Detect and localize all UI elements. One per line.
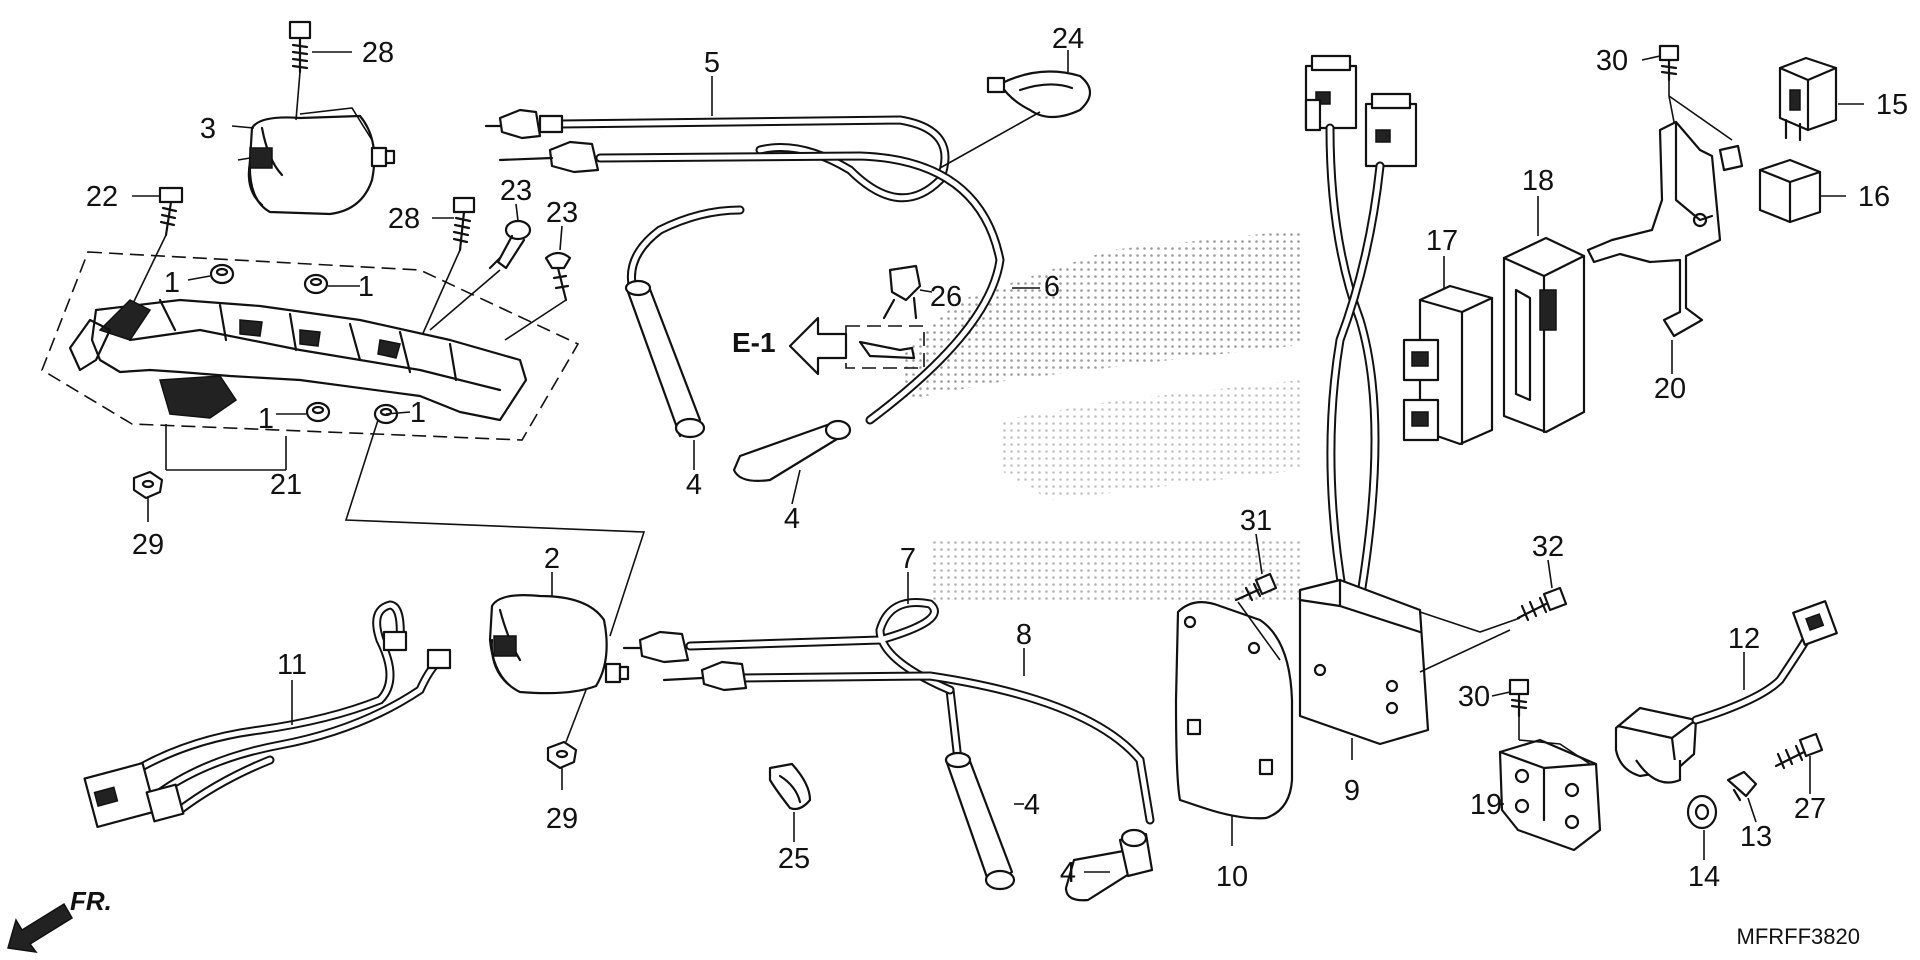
- callout-c11: 11: [277, 649, 307, 681]
- sensor-12[interactable]: [1614, 600, 1838, 784]
- callout-c10: 10: [1216, 861, 1248, 893]
- callout-c32: 32: [1532, 531, 1564, 563]
- callout-c18: 18: [1522, 165, 1554, 197]
- callout-c3: 3: [200, 113, 216, 145]
- plug-cap-4-c[interactable]: [944, 685, 1016, 891]
- module-18[interactable]: [1502, 236, 1586, 434]
- cable-tie-24[interactable]: [986, 70, 1092, 119]
- clamp-26[interactable]: [882, 264, 922, 320]
- callout-c14: 14: [1688, 861, 1720, 893]
- grommet-1-a[interactable]: [209, 263, 235, 285]
- callout-c30a: 30: [1596, 45, 1628, 77]
- wire-harness-9[interactable]: [1298, 123, 1430, 746]
- clip-23-a[interactable]: [488, 219, 532, 270]
- callout-c21: 21: [270, 469, 302, 501]
- high-tension-cord-8[interactable]: [662, 660, 1155, 825]
- diagram-code: MFRFF3820: [1737, 924, 1860, 949]
- callout-c1a: 1: [164, 267, 180, 299]
- assembly-outline-21: [41, 251, 580, 441]
- callout-c17: 17: [1426, 225, 1458, 257]
- callout-c4c: 4: [1024, 789, 1040, 821]
- callout-c31: 31: [1240, 505, 1272, 537]
- view-e1-marker: E-1: [732, 316, 925, 376]
- callout-c4d: 4: [1060, 857, 1076, 889]
- honda-wing-logo-icon: [905, 230, 1300, 600]
- mounting-tray-21[interactable]: [68, 298, 528, 422]
- callout-c4b: 4: [784, 503, 800, 535]
- clip-25[interactable]: [768, 762, 812, 811]
- connector-upper-a[interactable]: [1304, 54, 1358, 132]
- arrow-down-left-icon: [7, 902, 74, 953]
- bolt-27[interactable]: [1774, 732, 1824, 770]
- view-e1-label: E-1: [732, 327, 776, 358]
- plug-cap-4-d[interactable]: [1064, 828, 1154, 902]
- callout-c30b: 30: [1458, 681, 1490, 713]
- nut-29-b[interactable]: [546, 740, 578, 770]
- grommet-1-c[interactable]: [305, 401, 331, 423]
- connector-upper-b[interactable]: [1364, 92, 1418, 168]
- plug-cap-4-b[interactable]: [732, 419, 852, 482]
- callout-c1b: 1: [358, 271, 374, 303]
- connector-block-17[interactable]: [1402, 284, 1494, 446]
- callout-c6: 6: [1044, 271, 1060, 303]
- collar-13[interactable]: [1726, 770, 1758, 802]
- bolt-28-lower[interactable]: [452, 196, 476, 252]
- callout-c5: 5: [704, 47, 720, 79]
- callout-c29b: 29: [546, 803, 578, 835]
- callout-c4a: 4: [686, 469, 702, 501]
- bolt-30-upper[interactable]: [1658, 44, 1680, 82]
- callout-c2: 2: [544, 543, 560, 575]
- high-tension-cord-5[interactable]: [484, 108, 950, 203]
- grommet-14[interactable]: [1686, 794, 1718, 830]
- callout-c16: 16: [1858, 181, 1890, 213]
- bolt-30-lower[interactable]: [1508, 678, 1530, 718]
- arrow-left-outline-icon: [788, 316, 848, 376]
- callout-c26: 26: [930, 281, 962, 313]
- callout-c22: 22: [86, 181, 118, 213]
- callout-c28b: 28: [388, 203, 420, 235]
- callout-c8: 8: [1016, 619, 1032, 651]
- relay-15[interactable]: [1778, 56, 1838, 142]
- callout-c1c: 1: [258, 403, 274, 435]
- sub-harness-11[interactable]: [83, 600, 452, 829]
- callout-c7: 7: [900, 543, 916, 575]
- clip-23-b[interactable]: [544, 251, 572, 302]
- bracket-19[interactable]: [1498, 738, 1602, 852]
- front-direction-indicator: FR.: [7, 886, 112, 953]
- front-direction-label: FR.: [70, 886, 112, 916]
- nut-29-a[interactable]: [132, 470, 164, 500]
- plug-cap-4-a[interactable]: [624, 205, 745, 439]
- callout-c29a: 29: [132, 529, 164, 561]
- bracket-20[interactable]: [1586, 120, 1744, 338]
- high-tension-cord-6[interactable]: [498, 140, 1005, 425]
- callout-c24: 24: [1052, 23, 1084, 55]
- callout-c23b: 23: [546, 197, 578, 229]
- bolt-22[interactable]: [158, 186, 184, 237]
- ignition-coil-lower[interactable]: [488, 594, 630, 695]
- callout-c23a: 23: [500, 175, 532, 207]
- callout-c28a: 28: [362, 37, 394, 69]
- callout-c13: 13: [1740, 821, 1772, 853]
- bolt-28-upper[interactable]: [288, 20, 312, 74]
- cover-plate-10[interactable]: [1174, 601, 1294, 820]
- callout-c15: 15: [1876, 89, 1908, 121]
- callout-c25: 25: [778, 843, 810, 875]
- callout-c20: 20: [1654, 373, 1686, 405]
- bolt-32[interactable]: [1516, 586, 1568, 622]
- callout-c9: 9: [1344, 775, 1360, 807]
- high-tension-cord-7[interactable]: [622, 598, 955, 695]
- connector-16[interactable]: [1758, 158, 1822, 224]
- callout-c27: 27: [1794, 793, 1826, 825]
- grommet-1-b[interactable]: [303, 273, 329, 295]
- callout-c19: 19: [1470, 789, 1502, 821]
- callout-c12: 12: [1728, 623, 1760, 655]
- bolt-31[interactable]: [1234, 572, 1278, 602]
- callout-c1d: 1: [410, 397, 426, 429]
- ignition-coil-upper[interactable]: [231, 114, 396, 216]
